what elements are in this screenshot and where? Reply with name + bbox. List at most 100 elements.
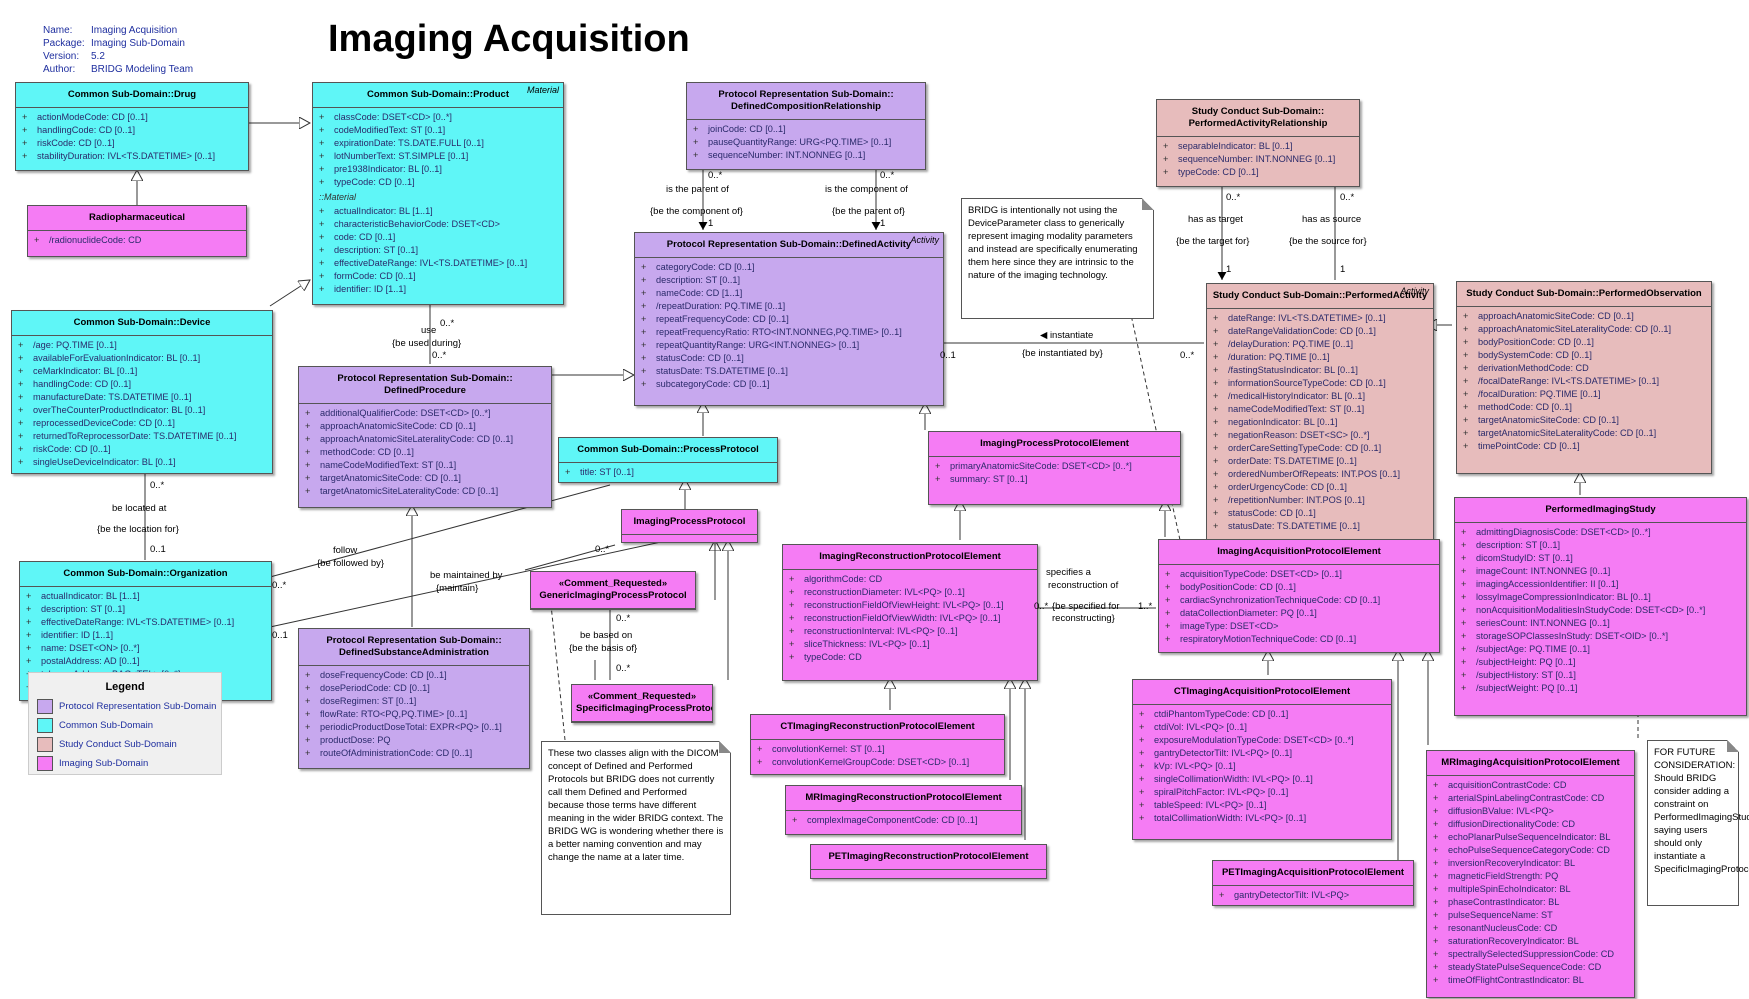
class-pet-imaging-acquisition-protocol-element[interactable]: PETImagingAcquisitionProtocolElementgant…	[1212, 860, 1414, 906]
class-attribute: storageSOPClassesInStudy: DSET<OID> [0..…	[1461, 630, 1743, 643]
class-attribute: routeOfAdministrationCode: CD [0..1]	[305, 747, 526, 760]
class-attribute: description: ST [0..1]	[1461, 539, 1743, 552]
class-attribute: dateRange: IVL<TS.DATETIME> [0..1]	[1213, 312, 1430, 325]
class-attribute: echoPulseSequenceCategoryCode: CD	[1433, 844, 1631, 857]
class-attribute: repeatQuantityRange: URG<INT.NONNEG> [0.…	[641, 339, 940, 352]
class-attribute: effectiveDateRange: IVL<TS.DATETIME> [0.…	[319, 257, 560, 270]
note-dicom-naming: These two classes align with the DICOM c…	[541, 741, 731, 915]
class-specific-imaging-process-protocol[interactable]: «Comment_Requested»SpecificImagingProces…	[571, 684, 713, 723]
class-attribute: steadyStatePulseSequenceCode: CD	[1433, 961, 1631, 974]
legend-title: Legend	[105, 681, 145, 693]
mult-parent-1: 0..*	[708, 170, 723, 181]
class-ct-imaging-acquisition-protocol-element[interactable]: CTImagingAcquisitionProtocolElementctdiP…	[1132, 679, 1392, 840]
label-instantiated-by: {be instantiated by}	[1022, 348, 1103, 359]
class-name: Common Sub-Domain::Organization	[20, 562, 271, 587]
label-used-during: {be used during}	[392, 338, 462, 349]
class-attribute: actualIndicator: BL [1..1]	[319, 205, 560, 218]
legend-label: Common Sub-Domain	[59, 720, 153, 731]
meta-author: BRIDG Modeling Team	[91, 64, 194, 75]
class-attribute: /subjectAge: PQ.TIME [0..1]	[1461, 643, 1743, 656]
class-name: Protocol Representation Sub-Domain::Defi…	[687, 83, 925, 120]
class-attribute: sequenceNumber: INT.NONNEG [0..1]	[1163, 153, 1356, 166]
class-attribute: doseFrequencyCode: CD [0..1]	[305, 669, 526, 682]
label-reconstructing: reconstructing}	[1052, 613, 1115, 624]
class-attribute: acquisitionContrastCode: CD	[1433, 779, 1631, 792]
class-attribute: sliceThickness: IVL<PQ> [0..1]	[789, 638, 1034, 651]
class-defined-composition-relationship[interactable]: Protocol Representation Sub-Domain::Defi…	[686, 82, 926, 170]
class-attribute: typeCode: CD	[789, 651, 1034, 664]
class-drug[interactable]: Common Sub-Domain::DrugactionModeCode: C…	[15, 82, 249, 171]
class-name: Study Conduct Sub-Domain::PerformedActiv…	[1157, 100, 1359, 137]
class-mr-imaging-reconstruction-protocol-element[interactable]: MRImagingReconstructionProtocolElementco…	[785, 785, 1022, 835]
class-attribute: methodCode: CD [0..1]	[1463, 401, 1708, 414]
class-performed-imaging-study[interactable]: PerformedImagingStudyadmittingDiagnosisC…	[1454, 497, 1747, 716]
meta-name: Imaging Acquisition	[91, 25, 178, 36]
class-generic-imaging-process-protocol[interactable]: «Comment_Requested»GenericImagingProcess…	[530, 571, 696, 610]
class-attribute: targetAnatomicSiteCode: CD [0..1]	[1463, 414, 1708, 427]
class-name: Protocol Representation Sub-Domain::Defi…	[299, 629, 529, 666]
class-attribute: saturationRecoveryIndicator: BL	[1433, 935, 1631, 948]
class-attribute: /delayDuration: PQ.TIME [0..1]	[1213, 338, 1430, 351]
class-attribute: expirationDate: TS.DATE.FULL [0..1]	[319, 137, 560, 150]
class-defined-substance-administration[interactable]: Protocol Representation Sub-Domain::Defi…	[298, 628, 530, 769]
class-radiopharmaceutical[interactable]: Radiopharmaceutical/radionuclideCode: CD	[27, 205, 247, 257]
class-attribute: spiralPitchFactor: IVL<PQ> [0..1]	[1139, 786, 1388, 799]
meta-author-key: Author:	[43, 64, 76, 75]
legend-label: Protocol Representation Sub-Domain	[59, 701, 217, 712]
class-name: MRImagingReconstructionProtocolElement	[786, 786, 1021, 811]
class-imaging-process-protocol[interactable]: ImagingProcessProtocol	[621, 509, 758, 543]
class-attribute: code: CD [0..1]	[319, 231, 560, 244]
mult-inst-2: 0..*	[1180, 350, 1195, 361]
mult-parent-4: 1	[880, 218, 886, 229]
class-performed-observation[interactable]: Study Conduct Sub-Domain::PerformedObser…	[1456, 281, 1712, 474]
class-attribute: admittingDiagnosisCode: DSET<CD> [0..*]	[1461, 526, 1743, 539]
class-performed-activity-relationship[interactable]: Study Conduct Sub-Domain::PerformedActiv…	[1156, 99, 1360, 187]
class-device[interactable]: Common Sub-Domain::Device/age: PQ.TIME […	[11, 310, 273, 474]
label-followed-by: {be followed by}	[317, 558, 385, 569]
class-attribute: postalAddress: AD [0..1]	[26, 655, 268, 668]
class-ct-imaging-reconstruction-protocol-element[interactable]: CTImagingReconstructionProtocolElementco…	[750, 714, 1005, 775]
class-imaging-reconstruction-protocol-element[interactable]: ImagingReconstructionProtocolElementalgo…	[782, 544, 1038, 681]
class-attribute: formCode: CD [0..1]	[319, 270, 560, 283]
class-attribute: ctdiPhantomTypeCode: CD [0..1]	[1139, 708, 1388, 721]
class-name: Study Conduct Sub-Domain::PerformedObser…	[1457, 282, 1711, 307]
class-name: Common Sub-Domain::Device	[12, 311, 272, 336]
class-attribute: actionModeCode: CD [0..1]	[22, 111, 245, 124]
legend-item-common: Common Sub-Domain	[37, 718, 221, 733]
class-attribute: gantryDetectorTilt: IVL<PQ> [0..1]	[1139, 747, 1388, 760]
class-attribute: /radionuclideCode: CD	[34, 234, 243, 247]
mult-loc-2: 0..1	[150, 544, 166, 555]
class-attribute: targetAnatomicSiteCode: CD [0..1]	[305, 472, 548, 485]
class-name: CTImagingReconstructionProtocolElement	[751, 715, 1004, 740]
class-mr-imaging-acquisition-protocol-element[interactable]: MRImagingAcquisitionProtocolElementacqui…	[1426, 750, 1635, 998]
mult-spec-2: 1..*	[1138, 601, 1153, 612]
class-attribute: resonantNucleusCode: CD	[1433, 922, 1631, 935]
class-imaging-acquisition-protocol-element[interactable]: ImagingAcquisitionProtocolElementacquisi…	[1158, 539, 1440, 653]
class-attribute: pulseSequenceName: ST	[1433, 909, 1631, 922]
mult-based-2: 0..*	[616, 663, 631, 674]
class-attribute: productDose: PQ	[305, 734, 526, 747]
class-name: ImagingAcquisitionProtocolElement	[1159, 540, 1439, 565]
class-attribute: approachAnatomicSiteCode: CD [0..1]	[305, 420, 548, 433]
class-attribute: effectiveDateRange: IVL<TS.DATETIME> [0.…	[26, 616, 268, 629]
class-attribute: timeOfFlightContrastIndicator: BL	[1433, 974, 1631, 987]
class-attribute: ceMarkIndicator: BL [0..1]	[18, 365, 269, 378]
class-attribute: inversionRecoveryIndicator: BL	[1433, 857, 1631, 870]
class-defined-procedure[interactable]: Protocol Representation Sub-Domain::Defi…	[298, 366, 552, 508]
label-the-location: {be the location for}	[97, 524, 179, 535]
class-attribute: stabilityDuration: IVL<TS.DATETIME> [0..…	[22, 150, 245, 163]
class-attribute: availableForEvaluationIndicator: BL [0..…	[18, 352, 269, 365]
class-name: Radiopharmaceutical	[28, 206, 246, 231]
class-attribute: description: ST [0..1]	[319, 244, 560, 257]
class-process-protocol[interactable]: Common Sub-Domain::ProcessProtocoltitle:…	[558, 437, 778, 483]
class-attribute: orderCareSettingTypeCode: CD [0..1]	[1213, 442, 1430, 455]
class-pet-imaging-reconstruction-protocol-element[interactable]: PETImagingReconstructionProtocolElement	[810, 844, 1047, 879]
class-attribute: reconstructionFieldOfViewHeight: IVL<PQ>…	[789, 599, 1034, 612]
class-imaging-process-protocol-element[interactable]: ImagingProcessProtocolElementprimaryAnat…	[928, 431, 1181, 505]
class-attribute: kVp: IVL<PQ> [0..1]	[1139, 760, 1388, 773]
